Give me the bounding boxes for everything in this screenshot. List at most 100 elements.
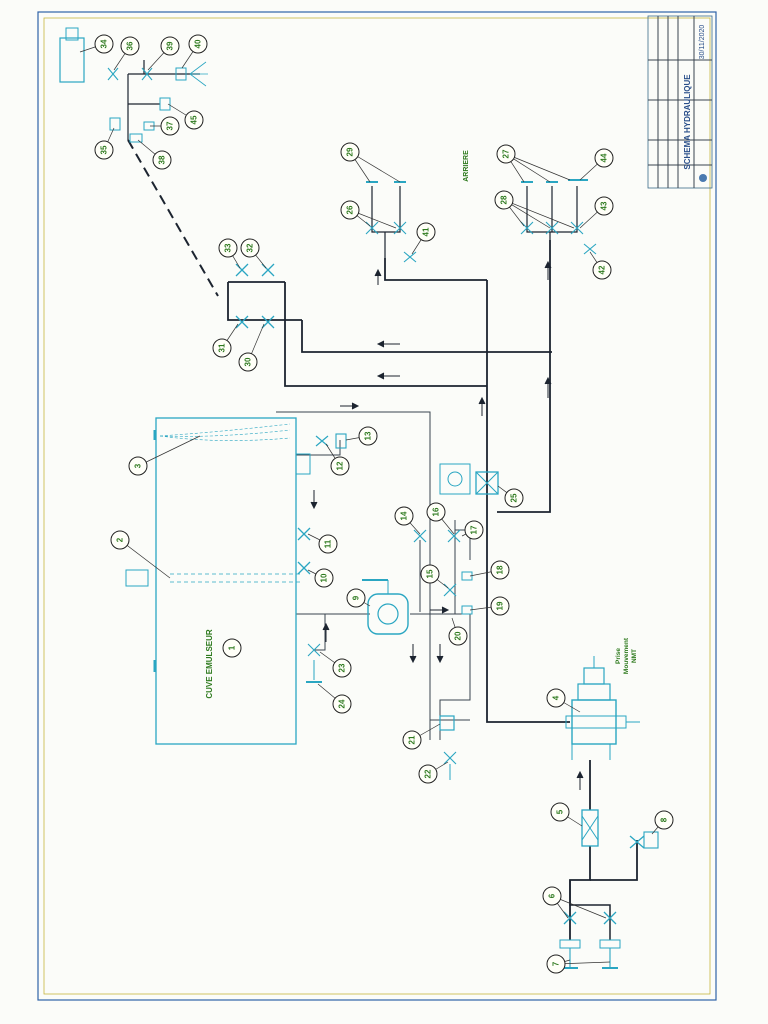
callout-number: 23 (338, 663, 347, 672)
callout-number: 37 (166, 121, 175, 130)
callout-34: 34 (94, 34, 114, 54)
leader-line (505, 153, 571, 181)
callout-1: 1 (222, 638, 242, 658)
valves-6-7 (559, 911, 621, 969)
callout-number: 18 (496, 565, 505, 574)
components-21-22 (439, 715, 457, 780)
callout-number: 9 (352, 595, 361, 600)
pto-pump-4 (565, 656, 640, 760)
callout-number: 26 (346, 205, 355, 214)
callout-number: 24 (338, 699, 347, 708)
callout-7: 7 (546, 954, 566, 974)
valves-30-33 (235, 263, 275, 329)
callout-number: 42 (598, 265, 607, 274)
callout-number: 15 (426, 569, 435, 578)
callout-32: 32 (240, 238, 260, 258)
filter-5 (581, 809, 599, 847)
callout-number: 3 (134, 463, 143, 468)
outer-border (37, 11, 717, 1001)
callout-number: 25 (510, 493, 519, 502)
callout-23: 23 (332, 658, 352, 678)
pto-label-line1: Prise (615, 648, 622, 664)
leader-line (551, 895, 607, 919)
callout-27: 27 (496, 144, 516, 164)
callout-number: 7 (552, 961, 561, 966)
pto-label-line2: Mouvement (623, 637, 630, 674)
secondary-pipes (276, 411, 471, 740)
callout-number: 31 (218, 343, 227, 352)
callout-number: 32 (246, 243, 255, 252)
callout-16: 16 (426, 502, 446, 522)
callout-number: 30 (244, 357, 253, 366)
leader-line (349, 151, 401, 183)
valve-25 (439, 463, 499, 495)
components-23-24 (306, 643, 322, 683)
callout-33: 33 (218, 238, 238, 258)
callout-26: 26 (340, 200, 360, 220)
callout-13: 13 (358, 426, 378, 446)
callout-30: 30 (238, 352, 258, 372)
title-block-date: 30/11/2020 (699, 25, 706, 60)
callout-number: 34 (100, 39, 109, 48)
callout-number: 44 (600, 153, 609, 162)
callout-number: 29 (346, 147, 355, 156)
callout-28: 28 (494, 190, 514, 210)
callout-24: 24 (332, 694, 352, 714)
dashed-hose (127, 139, 219, 297)
callout-25: 25 (504, 488, 524, 508)
nozzle-group (59, 27, 208, 143)
title-block-title: SCHEMA HYDRAULIQUE (683, 74, 692, 170)
callout-number: 14 (400, 511, 409, 520)
callout-number: 17 (470, 525, 479, 534)
callout-17: 17 (464, 520, 484, 540)
rear-label: ARRIERE (463, 150, 470, 182)
callout-number: 10 (320, 573, 329, 582)
valves-10-11 (297, 527, 311, 575)
title-block: SCHEMA HYDRAULIQUE 30/11/2020 (647, 15, 713, 189)
callout-number: 35 (100, 145, 109, 154)
callout-38: 38 (152, 150, 172, 170)
callout-4: 4 (546, 688, 566, 708)
callout-44: 44 (594, 148, 614, 168)
rear-left-group (365, 181, 417, 263)
callout-number: 16 (432, 507, 441, 516)
callout-number: 20 (454, 631, 463, 640)
callout-45: 45 (184, 110, 204, 130)
callout-number: 5 (556, 809, 565, 814)
callout-number: 40 (194, 39, 203, 48)
callout-number: 27 (502, 149, 511, 158)
callout-number: 41 (422, 227, 431, 236)
callout-41: 41 (416, 222, 436, 242)
callout-19: 19 (490, 596, 510, 616)
valves-12-13 (315, 433, 347, 449)
pto-label-line3: NMT (631, 649, 638, 663)
leader-line (137, 435, 201, 467)
callout-8: 8 (654, 810, 674, 830)
callout-number: 33 (224, 243, 233, 252)
callout-number: 36 (126, 41, 135, 50)
callout-9: 9 (346, 588, 366, 608)
callout-number: 39 (166, 41, 175, 50)
callout-number: 8 (660, 817, 669, 822)
callout-14: 14 (394, 506, 414, 526)
callout-5: 5 (550, 802, 570, 822)
callout-29: 29 (340, 142, 360, 162)
main-pipes (127, 139, 638, 940)
callout-number: 4 (552, 695, 561, 700)
callout-number: 1 (228, 645, 237, 650)
components (59, 27, 659, 969)
callout-number: 13 (364, 431, 373, 440)
rear-right-group (520, 179, 597, 255)
callout-number: 6 (548, 893, 557, 898)
callout-number: 19 (496, 601, 505, 610)
callout-number: 11 (324, 539, 333, 548)
callout-10: 10 (314, 568, 334, 588)
valve-8 (629, 831, 659, 849)
callout-42: 42 (592, 260, 612, 280)
tank-label: CUVE EMULSEUR (205, 629, 214, 699)
callout-40: 40 (188, 34, 208, 54)
callout-number: 28 (500, 195, 509, 204)
flow-arrows (310, 260, 584, 790)
callout-15: 15 (420, 564, 440, 584)
callout-18: 18 (490, 560, 510, 580)
